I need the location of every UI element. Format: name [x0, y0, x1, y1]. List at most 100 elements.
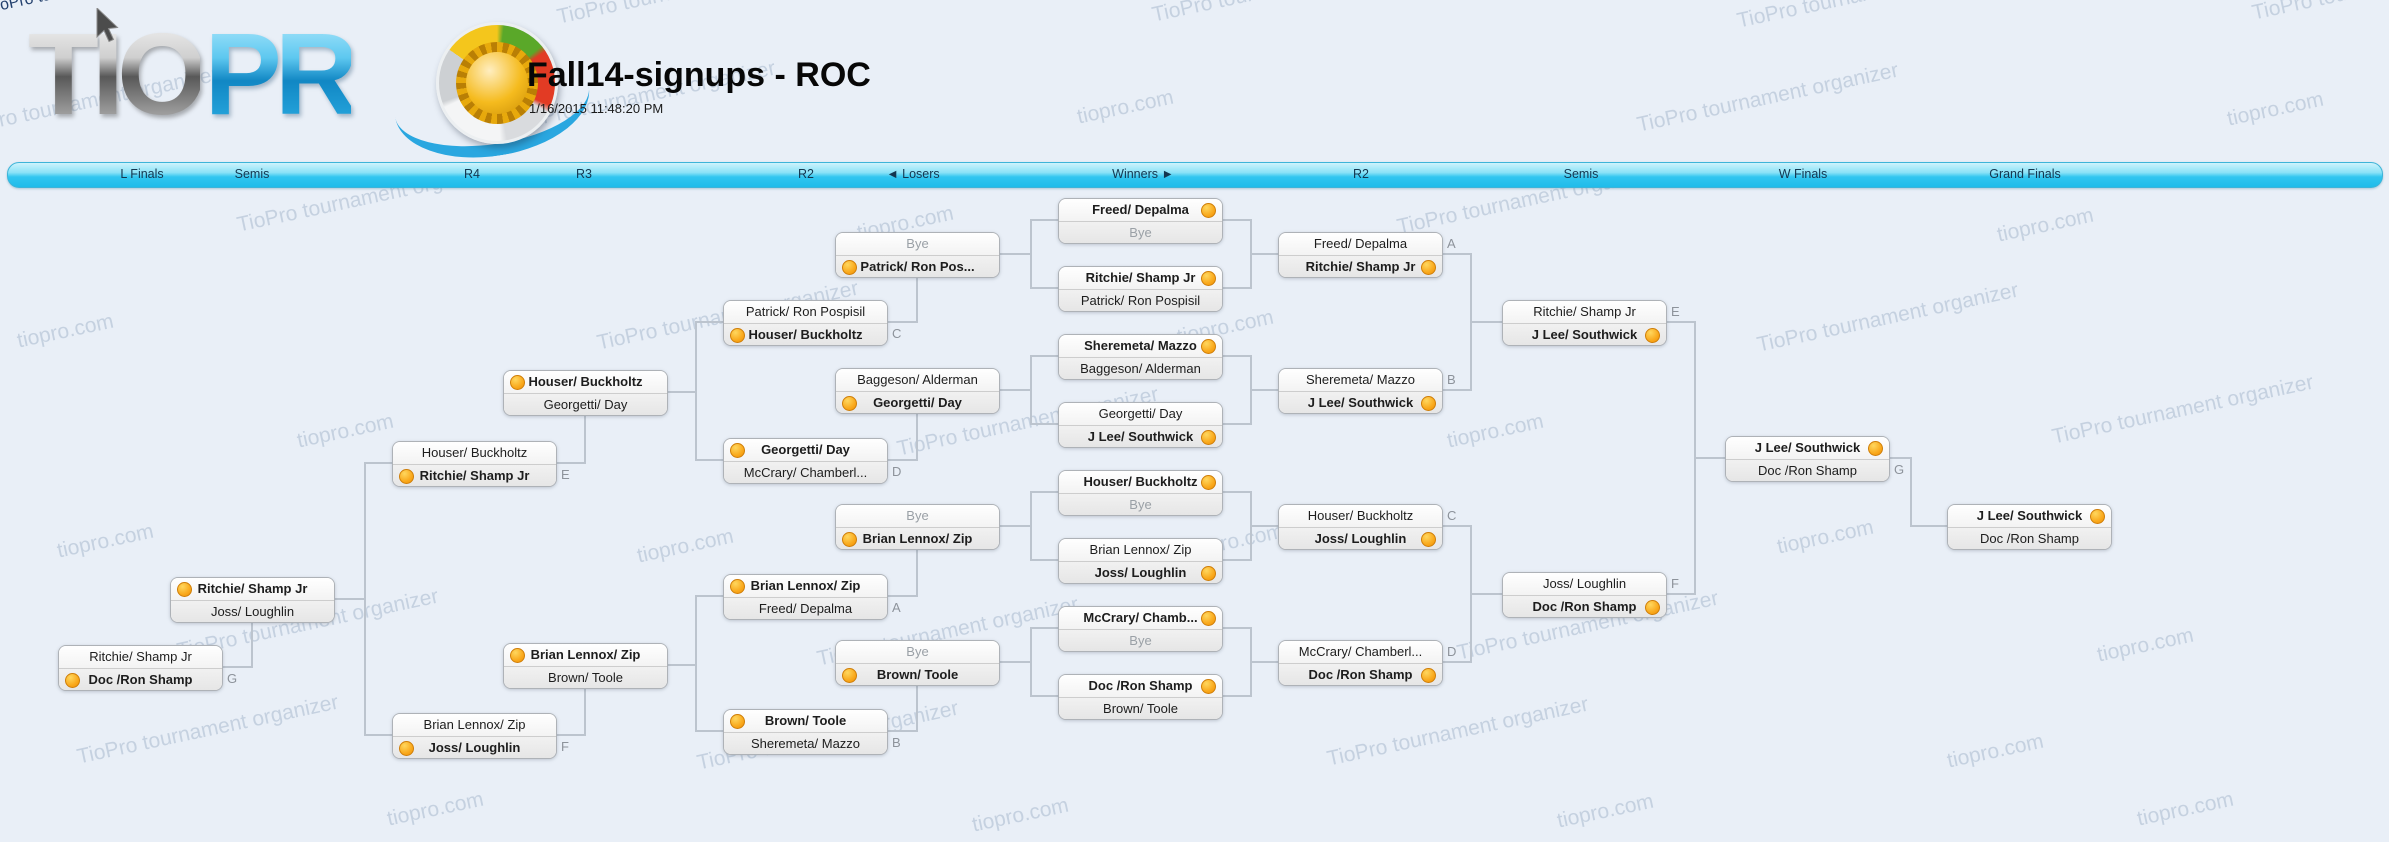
team-row[interactable]: Ritchie/ Shamp Jr [393, 464, 556, 486]
team-row[interactable]: J Lee/ Southwick [1726, 437, 1889, 459]
team-row-bye[interactable]: Bye [836, 641, 999, 663]
team-row[interactable]: Freed/ Depalma [724, 597, 887, 619]
team-row[interactable]: Doc /Ron Shamp [1948, 527, 2111, 549]
team-name: McCrary/ Chamberl... [1298, 644, 1423, 659]
match-box-w7[interactable]: McCrary/ Chamb...Bye [1058, 606, 1223, 652]
match-box-wd[interactable]: McCrary/ Chamberl... Doc /Ron Shamp [1278, 640, 1443, 686]
team-row[interactable]: Patrick/ Ron Pospisil [724, 301, 887, 323]
team-row[interactable]: Georgetti/ Day [836, 391, 999, 413]
connector-line [695, 730, 723, 732]
team-row[interactable]: Ritchie/ Shamp Jr [1059, 267, 1222, 289]
team-row[interactable]: Ritchie/ Shamp Jr [1503, 301, 1666, 323]
team-row[interactable]: Sheremeta/ Mazzo [1059, 335, 1222, 357]
team-row[interactable]: Brown/ Toole [504, 666, 667, 688]
team-row[interactable]: Sheremeta/ Mazzo [1279, 369, 1442, 391]
team-name: Houser/ Buckholtz [748, 327, 863, 342]
team-row[interactable]: J Lee/ Southwick [1503, 323, 1666, 345]
team-row[interactable]: Houser/ Buckholtz [1059, 471, 1222, 493]
team-row[interactable]: Brian Lennox/ Zip [393, 714, 556, 736]
logo-gear-center [466, 52, 528, 114]
team-row[interactable]: Joss/ Loughlin [171, 600, 334, 622]
team-row[interactable]: Ritchie/ Shamp Jr [1279, 255, 1442, 277]
team-row[interactable]: Doc /Ron Shamp [1059, 675, 1222, 697]
team-row[interactable]: Brian Lennox/ Zip [1059, 539, 1222, 561]
team-row[interactable]: J Lee/ Southwick [1279, 391, 1442, 413]
team-row[interactable]: Houser/ Buckholtz [504, 371, 667, 393]
match-letter-D: D [892, 464, 902, 479]
team-row[interactable]: Freed/ Depalma [1059, 199, 1222, 221]
team-row-bye[interactable]: Bye [836, 233, 999, 255]
team-row[interactable]: Patrick/ Ron Pospisil [1059, 289, 1222, 311]
team-row[interactable]: Ritchie/ Shamp Jr [171, 578, 334, 600]
team-row[interactable]: Freed/ Depalma [1279, 233, 1442, 255]
team-row-bye[interactable]: Bye [1059, 629, 1222, 651]
team-row[interactable]: Houser/ Buckholtz [393, 442, 556, 464]
team-row[interactable]: Brown/ Toole [1059, 697, 1222, 719]
team-row[interactable]: Baggeson/ Alderman [1059, 357, 1222, 379]
team-row[interactable]: Joss/ Loughlin [393, 736, 556, 758]
team-row[interactable]: Ritchie/ Shamp Jr [59, 646, 222, 668]
team-row-bye[interactable]: Bye [1059, 221, 1222, 243]
team-row[interactable]: Georgetti/ Day [504, 393, 667, 415]
team-row[interactable]: Georgetti/ Day [724, 439, 887, 461]
team-row[interactable]: Baggeson/ Alderman [836, 369, 999, 391]
column-header-w-finals: W Finals [1778, 167, 1828, 181]
team-name: Patrick/ Ron Pos... [860, 259, 975, 274]
team-row[interactable]: Joss/ Loughlin [1503, 573, 1666, 595]
team-row[interactable]: Brian Lennox/ Zip [724, 575, 887, 597]
winner-dot-icon [1201, 679, 1216, 694]
team-row-bye[interactable]: Bye [836, 505, 999, 527]
team-row[interactable]: Patrick/ Ron Pos... [836, 255, 999, 277]
team-row[interactable]: Doc /Ron Shamp [59, 668, 222, 690]
team-row[interactable]: J Lee/ Southwick [1948, 505, 2111, 527]
team-row[interactable]: Houser/ Buckholtz [724, 323, 887, 345]
team-row[interactable]: Brian Lennox/ Zip [836, 527, 999, 549]
team-row[interactable]: Brown/ Toole [724, 710, 887, 732]
team-row[interactable]: Doc /Ron Shamp [1726, 459, 1889, 481]
team-row[interactable]: McCrary/ Chamberl... [1279, 641, 1442, 663]
team-row[interactable]: Georgetti/ Day [1059, 403, 1222, 425]
team-row[interactable]: Doc /Ron Shamp [1279, 663, 1442, 685]
team-row[interactable]: Brian Lennox/ Zip [504, 644, 667, 666]
team-row[interactable]: J Lee/ Southwick [1059, 425, 1222, 447]
team-row[interactable]: McCrary/ Chamberl... [724, 461, 887, 483]
team-row[interactable]: Joss/ Loughlin [1279, 527, 1442, 549]
team-name: Joss/ Loughlin [1542, 576, 1627, 591]
team-row-bye[interactable]: Bye [1059, 493, 1222, 515]
team-row[interactable]: Doc /Ron Shamp [1503, 595, 1666, 617]
team-row[interactable]: Joss/ Loughlin [1059, 561, 1222, 583]
team-row[interactable]: McCrary/ Chamb... [1059, 607, 1222, 629]
watermark-text: tiopro.com [55, 519, 156, 563]
team-row[interactable]: Brown/ Toole [836, 663, 999, 685]
team-row[interactable]: Houser/ Buckholtz [1279, 505, 1442, 527]
team-row[interactable]: Sheremeta/ Mazzo [724, 732, 887, 754]
